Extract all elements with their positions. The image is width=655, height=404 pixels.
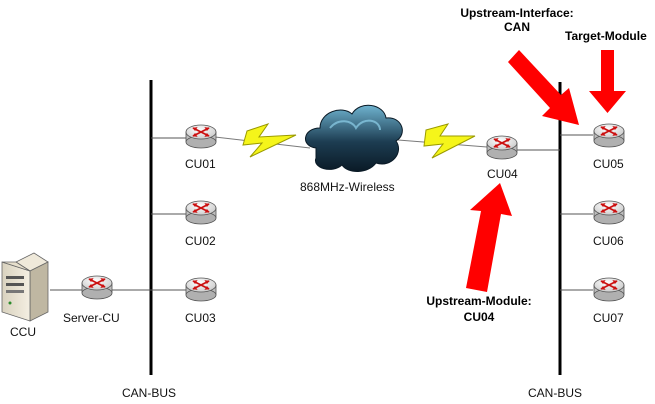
router-icon[interactable] — [593, 200, 625, 225]
annotation-upstream-module-value: CU04 — [464, 310, 495, 324]
router-icon[interactable] — [185, 200, 217, 225]
label-cu01: CU01 — [185, 157, 216, 171]
red-arrow-icon — [466, 183, 512, 292]
label-cu06: CU06 — [593, 234, 624, 248]
label-cu07: CU07 — [593, 311, 624, 325]
router-icon[interactable] — [185, 124, 217, 149]
label-can-bus-left: CAN-BUS — [122, 386, 176, 400]
cloud-icon — [305, 104, 403, 172]
lightning-bolt-icon — [242, 123, 297, 158]
server-tower-icon — [1, 252, 49, 322]
label-server-cu: Server-CU — [63, 311, 120, 325]
annotation-upstream-module: Upstream-Module: — [426, 294, 531, 308]
router-icon[interactable] — [185, 277, 217, 302]
red-arrow-icon — [589, 50, 626, 113]
annotation-upstream-interface-value: CAN — [504, 20, 530, 34]
annotation-upstream-interface: Upstream-Interface: — [460, 6, 573, 20]
router-icon[interactable] — [81, 275, 113, 300]
label-ccu: CCU — [10, 325, 36, 339]
router-icon[interactable] — [593, 277, 625, 302]
router-icon[interactable] — [593, 123, 625, 148]
lightning-bolt-icon — [423, 123, 476, 159]
annotation-target-module: Target-Module — [565, 29, 647, 43]
label-cu03: CU03 — [185, 311, 216, 325]
label-cu04: CU04 — [487, 167, 518, 181]
router-icon[interactable] — [486, 135, 518, 160]
label-cu02: CU02 — [185, 234, 216, 248]
label-can-bus-right: CAN-BUS — [528, 386, 582, 400]
label-wireless: 868MHz-Wireless — [300, 180, 395, 194]
red-arrow-icon — [508, 50, 579, 125]
bus-connections — [50, 134, 593, 291]
label-cu05: CU05 — [593, 157, 624, 171]
